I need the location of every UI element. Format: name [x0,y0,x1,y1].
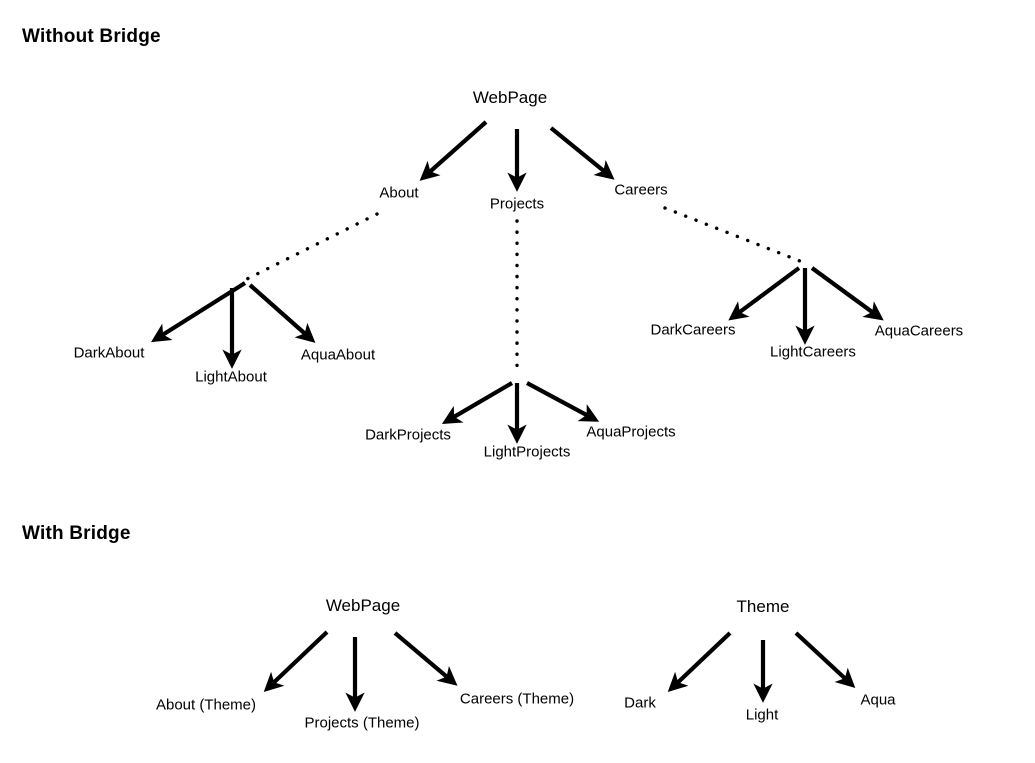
node-dark-projects: DarkProjects [365,426,451,444]
node-projects: Projects [489,195,545,213]
node-aqua-about: AquaAbout [300,346,376,364]
section-heading-without-bridge: Without Bridge [22,26,161,47]
node-careers-theme: Careers (Theme) [459,690,575,708]
node-light-projects: LightProjects [483,443,571,461]
node-light: Light [745,706,779,724]
node-about-theme: About (Theme) [155,696,257,714]
edge-wp-top-to-careers [549,126,615,180]
node-light-careers: LightCareers [770,343,856,361]
edge-careers-to-careers-hub [663,206,807,265]
edge-wp-top-to-about [419,120,488,181]
node-projects-theme: Projects (Theme) [304,714,420,732]
edge-careers-hub-to-aqua-careers [810,266,884,321]
section-heading-with-bridge: With Bridge [22,523,131,544]
edge-about-to-about-hub [243,212,379,282]
node-wp-bottom: WebPage [325,596,401,615]
node-dark: Dark [624,694,656,712]
node-dark-careers: DarkCareers [650,321,736,339]
node-careers: Careers [614,181,668,199]
node-wp-top: WebPage [472,88,548,107]
edge-wp-bottom-to-about-theme [263,630,329,693]
edge-about-hub-to-aqua-about [248,283,316,343]
edge-projects-hub-to-aqua-projects [526,381,600,422]
node-theme: Theme [736,597,790,616]
edge-theme-to-aqua [794,631,856,688]
node-aqua-projects: AquaProjects [586,423,676,441]
edge-projects-hub-to-dark-projects [441,381,514,424]
edge-theme-to-dark [667,631,732,693]
node-about: About [379,184,419,202]
edge-wp-bottom-to-careers-theme [393,631,458,686]
node-dark-about: DarkAbout [73,344,145,362]
node-aqua-careers: AquaCareers [874,322,964,340]
edges-group [151,120,884,712]
node-aqua: Aqua [860,691,896,709]
node-light-about: LightAbout [195,368,267,386]
edge-careers-hub-to-dark-careers [728,266,801,321]
